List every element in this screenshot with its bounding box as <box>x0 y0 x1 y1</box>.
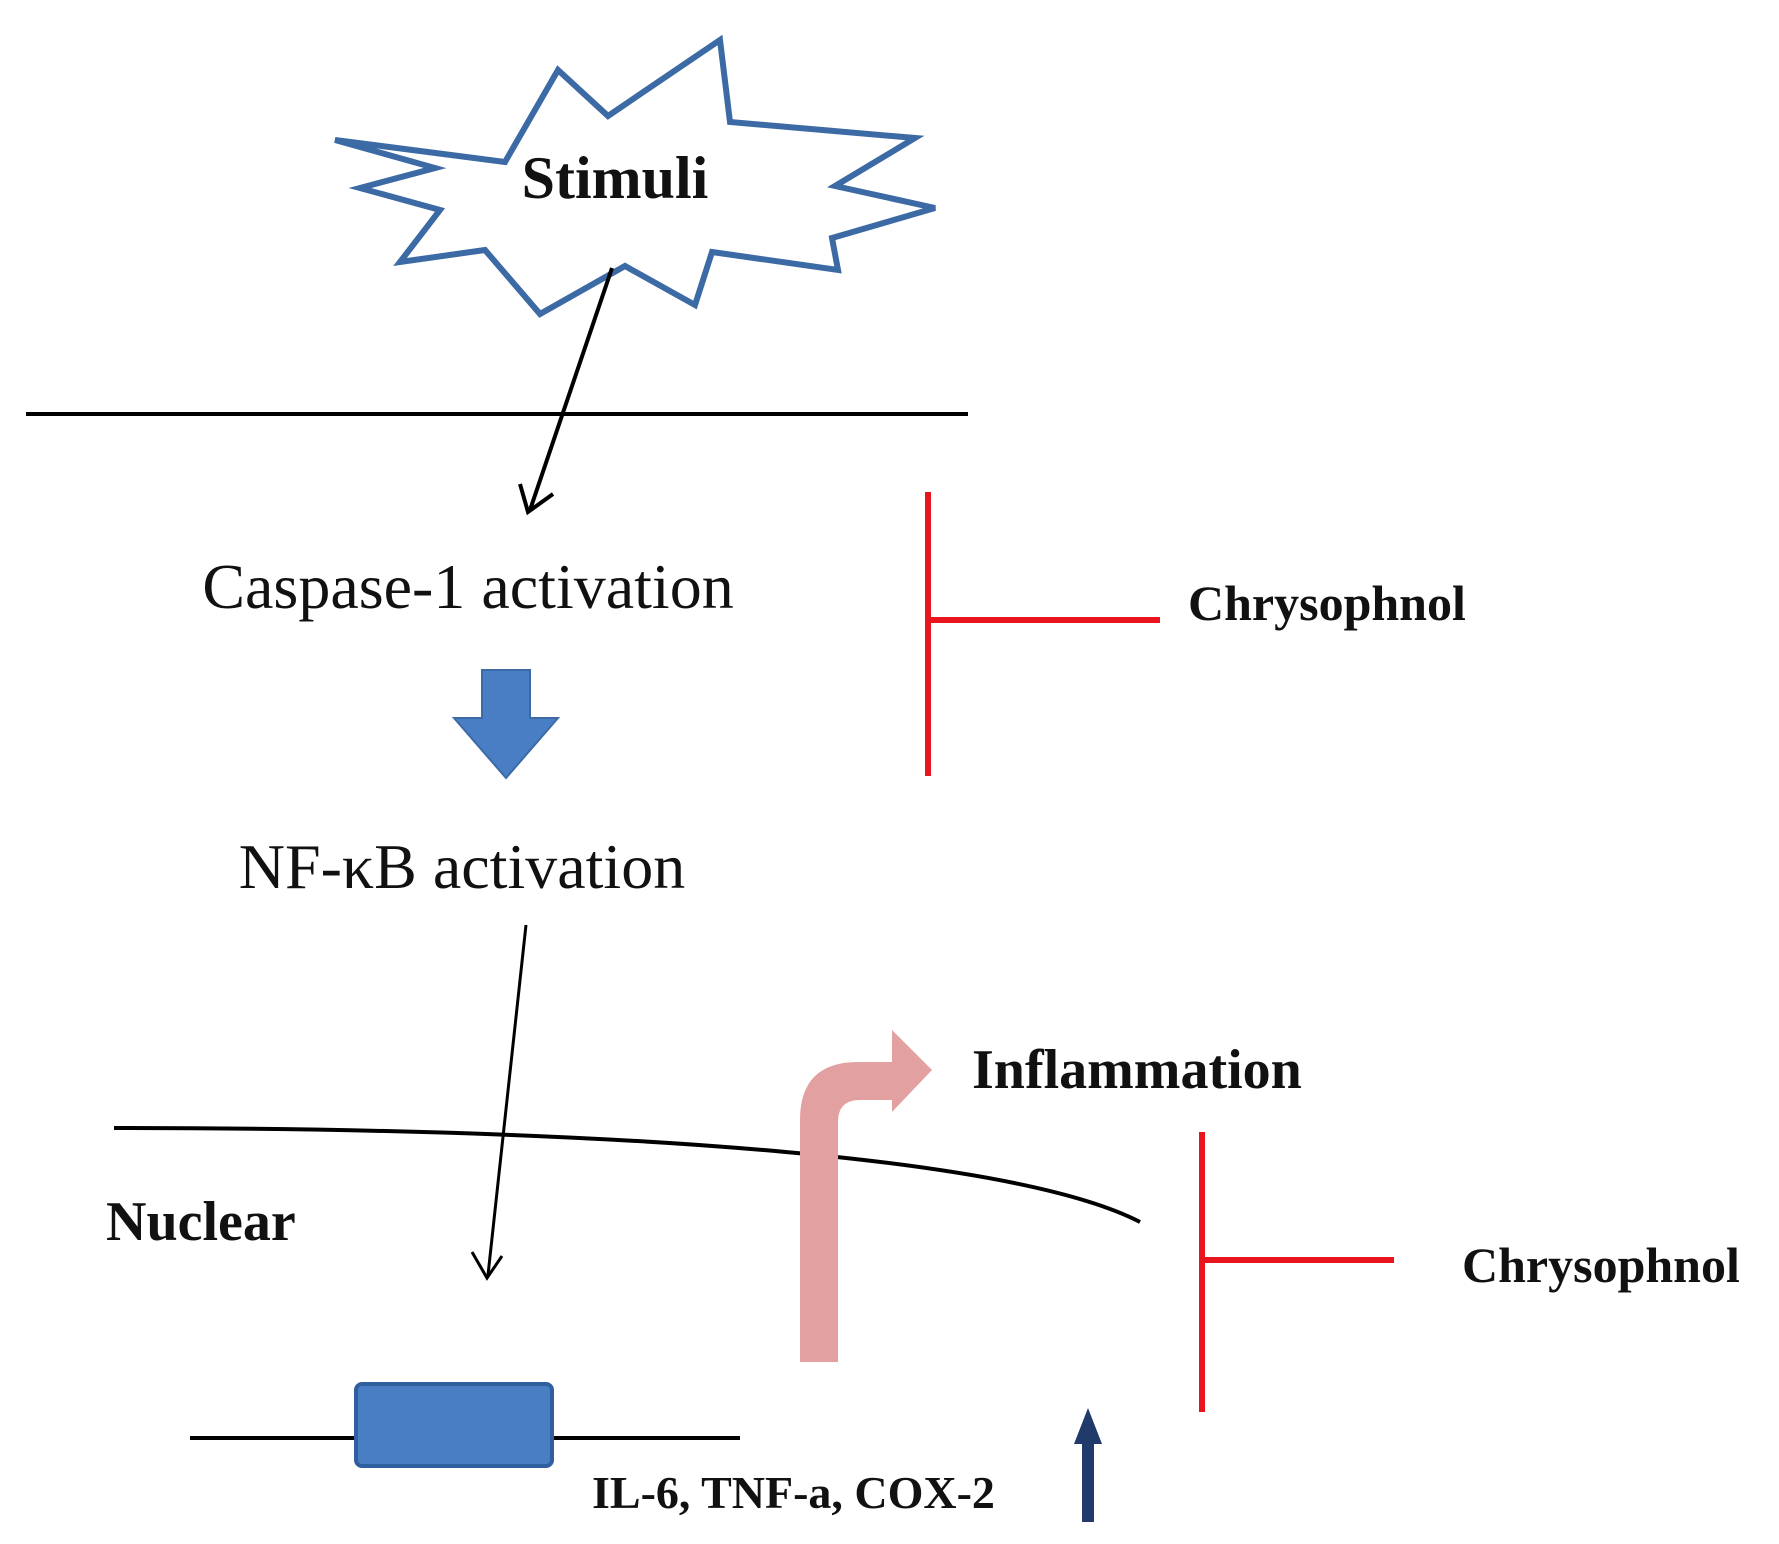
stimuli-to-caspase-arrow <box>528 267 614 511</box>
genes-label: IL-6, TNF-a, COX-2 <box>592 1467 995 1518</box>
stimuli-starburst <box>334 34 936 318</box>
stimuli-label: Stimuli <box>522 145 709 211</box>
inflammation-label: Inflammation <box>972 1039 1302 1101</box>
inhibitor-top-label: Chrysophnol <box>1188 575 1466 631</box>
inflammation-bent-arrow <box>800 1030 932 1362</box>
upregulation-arrow-shaft <box>1082 1440 1094 1522</box>
inhibitor-bottom-label: Chrysophnol <box>1462 1237 1740 1293</box>
nfkb-to-gene-arrow <box>486 924 528 1276</box>
stimuli-to-caspase-arrowhead <box>518 483 555 516</box>
gene-box <box>354 1382 554 1468</box>
nuclear-membrane-curve <box>113 1126 1141 1224</box>
nfkb-label: NF-κB activation <box>239 831 685 902</box>
upregulation-arrow-head <box>1074 1408 1102 1444</box>
caspase-label: Caspase-1 activation <box>202 551 733 622</box>
nfkb-to-gene-arrowhead <box>470 1251 504 1281</box>
caspase-to-nfkb-block-arrow <box>451 669 561 780</box>
nuclear-label: Nuclear <box>106 1191 296 1253</box>
